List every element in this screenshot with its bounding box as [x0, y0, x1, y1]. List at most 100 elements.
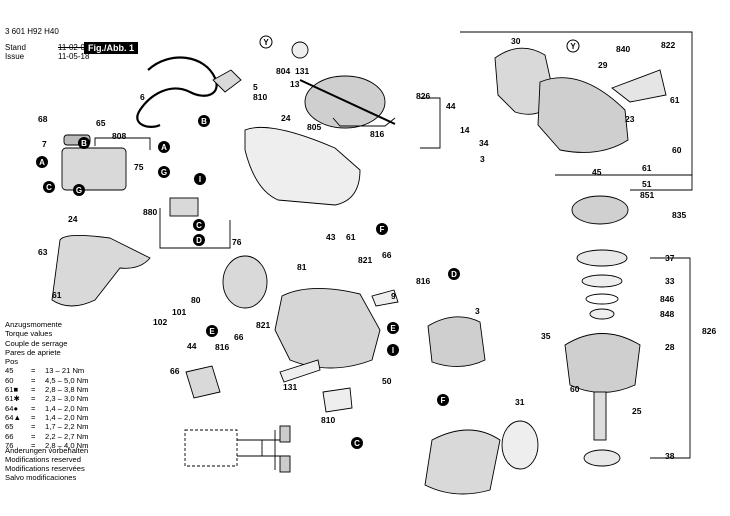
label-31: 31 [515, 397, 525, 407]
label-826: 835 [672, 210, 686, 220]
label-64-top: 61 [346, 232, 356, 242]
legend-cell: 60 [5, 375, 14, 385]
wiring-coil-2-sketch [279, 455, 291, 473]
housing-shell-sketch [244, 126, 361, 206]
label-2: 3 [475, 306, 480, 316]
label-131: 131 [283, 382, 297, 392]
ring-32-sketch [581, 274, 623, 288]
legend-row: 45=13 – 21 Nm [5, 366, 88, 375]
note-de: Änderungen vorbehalten [5, 446, 89, 455]
legend-eq: = [31, 385, 36, 395]
label-810-mid: 816 [215, 342, 229, 352]
callout-d-1: D [193, 234, 205, 246]
legend-cell: 2,8 – 3,8 Nm [45, 385, 89, 395]
legend-cell: 61✱ [5, 394, 20, 404]
label-37: 38 [665, 451, 675, 461]
callout-b-1: B [198, 115, 210, 127]
label-38: 44 [446, 101, 456, 111]
bevel-gear-sketch [571, 195, 629, 225]
modification-notes: Änderungen vorbehalten Modifications res… [5, 446, 89, 483]
label-50: 50 [382, 376, 392, 386]
label-822: 826 [702, 326, 716, 336]
legend-eq: = [31, 422, 36, 432]
brush-cap-sketch [185, 365, 221, 399]
label-24-mid: 24 [281, 113, 291, 123]
legend-row: 61✱ = 2,3 – 3,0 Nm [5, 394, 88, 403]
issue-label: Issue [5, 52, 25, 61]
label-804: 808 [112, 131, 126, 141]
legend-title-es: Pares de apriete [5, 347, 61, 357]
legend-eq: = [31, 394, 36, 404]
label-805: 810 [253, 92, 267, 102]
wiring-lines-sketch [237, 430, 290, 470]
bracket-846 [420, 97, 441, 149]
callout-e-1-label: E [209, 327, 215, 336]
legend-cell: 61■ [5, 385, 19, 395]
legend-row: 64▲=1,4 – 2,0 Nm [5, 413, 88, 422]
legend-row: 76=2,8 – 4,0 Nm [5, 441, 88, 450]
label-25: 25 [632, 406, 642, 416]
bracket-835 [332, 117, 396, 127]
label-28: 28 [665, 342, 675, 352]
legend-row: 65=1,7 – 2,2 Nm [5, 422, 88, 431]
callout-g-2-label: G [161, 168, 167, 177]
callout-y-1-label: Y [263, 38, 269, 47]
label-29: 29 [598, 60, 608, 70]
wiring-coil-1-sketch [279, 425, 291, 443]
label-851: 851 [640, 190, 654, 200]
callout-e-1: E [206, 325, 218, 337]
legend-row: 61■ = 2,8 – 3,8 Nm [5, 385, 88, 394]
legend-cell: 76 [5, 440, 14, 450]
bracket-880 [159, 208, 231, 249]
label-840: 840 [616, 44, 630, 54]
label-43: 43 [326, 232, 336, 242]
label-101: 101 [172, 307, 186, 317]
label-65: 63 [38, 247, 48, 257]
legend-cell: 64▲ [5, 412, 21, 422]
callout-c-1: C [43, 181, 55, 193]
label-35: 37 [665, 253, 675, 263]
legend-eq: = [31, 403, 36, 413]
figure-label: Fig./Abb. 1 [84, 42, 138, 54]
legend-title-en: Torque values [5, 329, 53, 339]
bearing-13-sketch [291, 41, 309, 59]
label-808: 810 [321, 415, 335, 425]
legend-eq: = [31, 375, 36, 385]
nut-37-sketch [583, 449, 621, 467]
label-34: 35 [541, 331, 551, 341]
callout-b-2-label: B [81, 139, 87, 148]
bearing-flange-31-sketch [501, 420, 539, 470]
field-housing-sketch [424, 429, 501, 495]
callout-i-1-label: I [199, 175, 201, 184]
legend-row: 60 = 4,5 – 5,0 Nm [5, 376, 88, 385]
callout-e-2-label: E [390, 324, 396, 333]
part-sketches [51, 41, 667, 495]
label-60-low: 60 [570, 384, 580, 394]
label-45: 45 [592, 167, 602, 177]
callout-a-1: A [158, 141, 170, 153]
label-821: 822 [661, 40, 675, 50]
callout-f-1-label: F [380, 225, 385, 234]
legend-cell: 4,5 – 5,0 Nm [45, 375, 89, 385]
label-76: 80 [191, 295, 201, 305]
callout-y-2-label: Y [570, 42, 576, 51]
legend-title-fr: Couple de serrage [5, 338, 68, 348]
label-64-low: 66 [170, 366, 180, 376]
label-64-mid: 66 [234, 332, 244, 342]
label-7: 7 [42, 139, 47, 149]
label-5: 5 [253, 82, 258, 92]
callout-d-1-label: D [196, 236, 202, 245]
callout-c-3-label: C [354, 439, 360, 448]
legend-cell: 2,3 – 3,0 Nm [45, 394, 89, 404]
label-13: 13 [290, 79, 300, 89]
strip-131-sketch [279, 359, 321, 383]
note-en: Modifications reserved [5, 454, 81, 464]
label-850: 848 [660, 309, 674, 319]
label-810-top: 816 [416, 276, 430, 286]
plate-9-sketch [371, 289, 399, 307]
legend-cell: 1,4 – 2,0 Nm [45, 403, 89, 413]
callout-c-3: C [351, 437, 363, 449]
callout-i-2-label: I [392, 346, 394, 355]
label-75: 76 [232, 237, 242, 247]
label-51: 51 [642, 179, 652, 189]
